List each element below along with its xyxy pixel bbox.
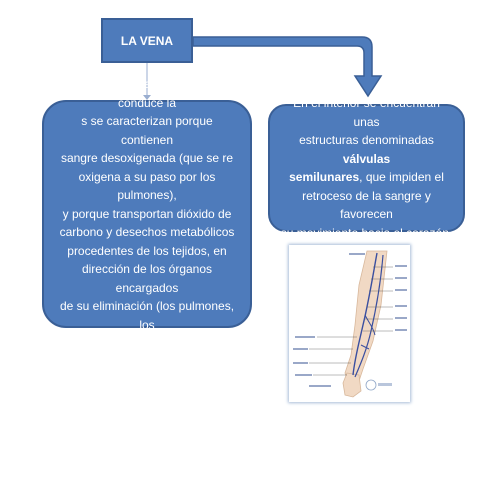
definition-line: de su eliminación (los pulmones, los (59, 299, 235, 332)
hand-silhouette (342, 372, 362, 398)
label-leader-lines (309, 266, 393, 376)
valves-box: En el interior se encuentran unas estruc… (268, 96, 465, 240)
title-box: LA VENA (101, 18, 193, 63)
valves-line: su movimiento hacia el corazón. (280, 225, 453, 240)
valves-line: estructuras denominadas válvulas (280, 131, 453, 168)
vein-cephalic (352, 252, 378, 376)
definition-line: s se caracterizan porque contienen (81, 114, 213, 147)
definition-line: Es un vaso sanguíneo que conduce la (75, 77, 219, 110)
arm-silhouette (344, 250, 388, 386)
title-to-left-arrowhead (143, 95, 151, 100)
title-to-right-arrow (192, 36, 383, 98)
arm-veins-figure (289, 245, 410, 402)
definition-line: oxigena a su paso por los pulmones), (78, 169, 216, 203)
valves-line-text: , que impiden el (359, 170, 444, 184)
definition-line: y porque transportan dióxido de (62, 206, 232, 221)
definition-line: dirección de los órganos encargados (81, 262, 213, 295)
valves-line: retroceso de la sangre y favorecen (302, 188, 431, 222)
definition-line: carbono y desechos metabólicos (59, 225, 235, 240)
definition-line: sangre desoxigenada (que se re (60, 151, 234, 166)
label-placeholders (293, 253, 407, 387)
valves-line-text: estructuras denominadas (299, 133, 434, 147)
watermark-logo (365, 379, 392, 391)
definition-text: Es un vaso sanguíneo que conduce la s se… (54, 75, 240, 353)
definition-line: procedentes de los tejidos, en (67, 243, 227, 258)
definition-line: riñones o el hígado (95, 336, 199, 351)
valves-term-1: válvulas (342, 151, 391, 166)
valves-text: En el interior se encuentran unas estruc… (280, 94, 453, 242)
definition-box: Es un vaso sanguíneo que conduce la s se… (42, 77, 252, 350)
valves-term-2: semilunares (289, 170, 360, 184)
valves-line: En el interior se encuentran unas (293, 96, 440, 129)
valves-line: semilunares, que impiden el (280, 168, 453, 187)
vein-median (360, 314, 376, 350)
title-text: LA VENA (120, 33, 174, 48)
arm-veins-anatomy-icon (293, 250, 407, 398)
